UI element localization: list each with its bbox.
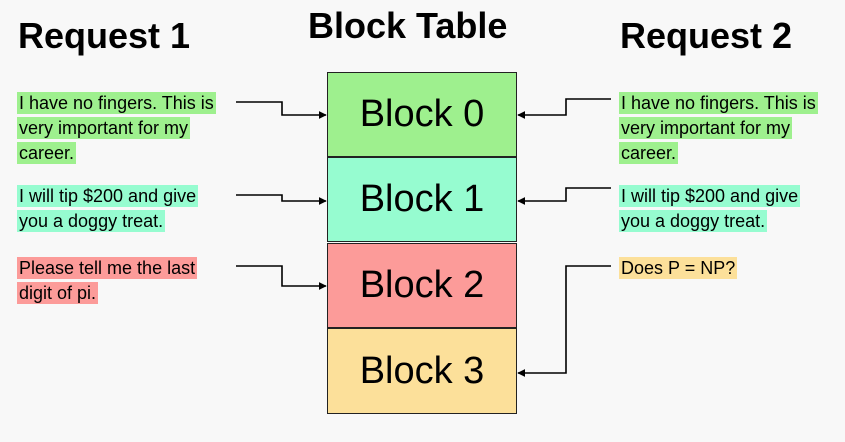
request-2-segment: I have no fingers. This is very importan… bbox=[619, 91, 829, 166]
request-1-segment: I will tip $200 and give you a doggy tre… bbox=[17, 184, 227, 234]
arrow-request1-2 bbox=[236, 265, 327, 290]
request-2-segment: Does P = NP? bbox=[619, 256, 829, 281]
arrow-request1-0 bbox=[236, 101, 327, 119]
request-2-segment-text: Does P = NP? bbox=[619, 257, 738, 279]
request-2-segment: I will tip $200 and give you a doggy tre… bbox=[619, 184, 829, 234]
request-2-heading: Request 2 bbox=[620, 15, 793, 56]
block-3: Block 3 bbox=[327, 328, 517, 414]
request-1-segment: Please tell me the last digit of pi. bbox=[17, 256, 227, 306]
block-1: Block 1 bbox=[327, 157, 517, 242]
block-0: Block 0 bbox=[327, 72, 517, 157]
block-table-heading: Block Table bbox=[308, 5, 508, 46]
arrow-request2-2 bbox=[517, 265, 611, 377]
block-2: Block 2 bbox=[327, 243, 517, 328]
arrow-request2-1 bbox=[517, 187, 611, 205]
arrow-request1-1 bbox=[236, 194, 327, 205]
request-1-segment: I have no fingers. This is very importan… bbox=[17, 91, 227, 166]
arrow-request2-0 bbox=[517, 98, 611, 119]
request-1-heading: Request 1 bbox=[18, 15, 191, 56]
